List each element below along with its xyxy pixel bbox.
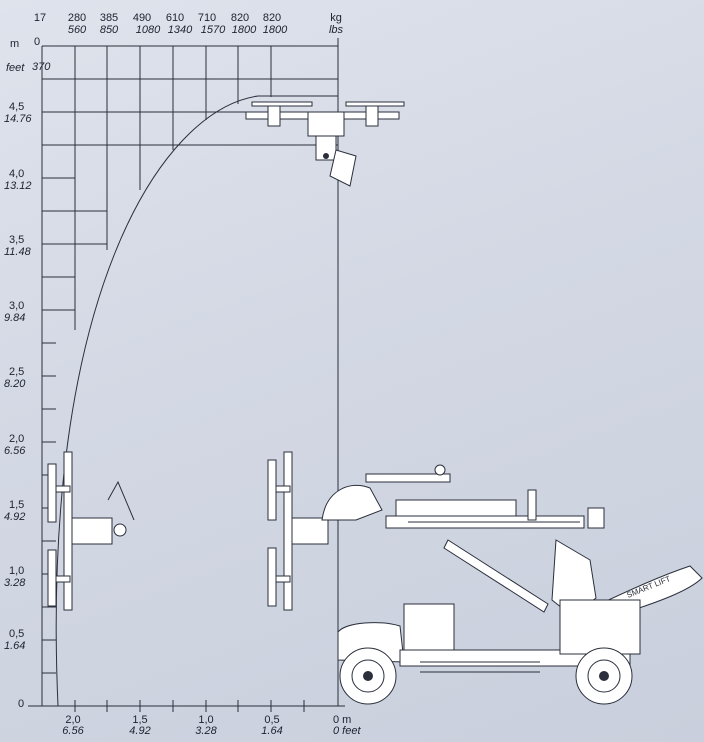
header-lbs-5: 1800: [231, 24, 257, 36]
header-lbs-0: 560: [67, 24, 87, 36]
header-lbs-4: 1570: [200, 24, 226, 36]
header-kg-2: 385: [99, 12, 119, 24]
y-tick-m-4: 2,5: [9, 366, 25, 378]
left-vacuum-gripper: [47, 451, 135, 611]
reach-envelope-curve: [55, 95, 259, 707]
bottom-axis: [28, 700, 345, 712]
header-kg-6: 820: [230, 12, 250, 24]
header-kg-1: 280: [67, 12, 87, 24]
left-axis-feet-label: feet: [6, 62, 25, 74]
x-tick-zero-ft: 0 feet: [333, 725, 361, 737]
x-tick-ft-2: 3.28: [195, 725, 217, 737]
header-kg-unit: kg: [330, 12, 342, 24]
left-axis-m-zero: 0: [34, 36, 41, 48]
y-tick-ft-5: 6.56: [4, 445, 26, 457]
header-kg-0: 17: [33, 12, 47, 24]
y-tick-m-8: 0,5: [9, 628, 25, 640]
y-tick-ft-7: 3.28: [4, 577, 26, 589]
x-tick-m-2: 1,0: [198, 714, 214, 726]
y-tick-m-2: 3,5: [9, 234, 25, 246]
header-lbs-3: 1340: [167, 24, 193, 36]
lift-machine: SMART LIFT: [321, 464, 703, 705]
y-tick-m-1: 4,0: [9, 168, 25, 180]
header-lbs-unit: lbs: [328, 24, 344, 36]
x-tick-ft-3: 1.64: [261, 725, 283, 737]
header-lbs-1: 850: [99, 24, 119, 36]
y-tick-ft-4: 8.20: [4, 378, 26, 390]
header-kg-3: 490: [132, 12, 152, 24]
load-grid: [41, 38, 339, 706]
header-kg-4: 610: [165, 12, 185, 24]
y-tick-m-0: 4,5: [9, 101, 25, 113]
y-tick-ft-3: 9.84: [4, 312, 26, 324]
y-tick-m-7: 1,0: [9, 565, 25, 577]
x-tick-ft-1: 4.92: [129, 725, 151, 737]
y-tick-zero: 0: [18, 698, 25, 710]
y-tick-m-3: 3,0: [9, 300, 25, 312]
y-tick-ft-1: 13.12: [4, 180, 32, 192]
x-tick-m-3: 0,5: [264, 714, 280, 726]
left-axis-feet-zero: 370: [32, 61, 51, 73]
header-kg-7: 820: [262, 12, 282, 24]
x-tick-m-1: 1,5: [132, 714, 148, 726]
x-tick-ft-0: 6.56: [62, 725, 84, 737]
y-tick-ft-2: 11.48: [4, 246, 31, 258]
header-kg-5: 710: [197, 12, 217, 24]
y-tick-m-6: 1,5: [9, 499, 25, 511]
middle-vacuum-gripper: [267, 451, 329, 611]
y-tick-ft-0: 14.76: [4, 113, 32, 125]
left-axis-ticks: [42, 177, 107, 674]
header-lbs-2: 1080: [135, 24, 161, 36]
y-tick-ft-8: 1.64: [4, 640, 26, 652]
header-lbs-6: 1800: [262, 24, 288, 36]
x-tick-zero-m: 0 m: [333, 714, 352, 726]
y-tick-m-5: 2,0: [9, 433, 25, 445]
y-tick-ft-6: 4.92: [4, 511, 26, 523]
top-vacuum-gripper: [245, 101, 405, 187]
x-tick-m-0: 2,0: [65, 714, 81, 726]
left-axis-m-label: m: [10, 38, 20, 50]
